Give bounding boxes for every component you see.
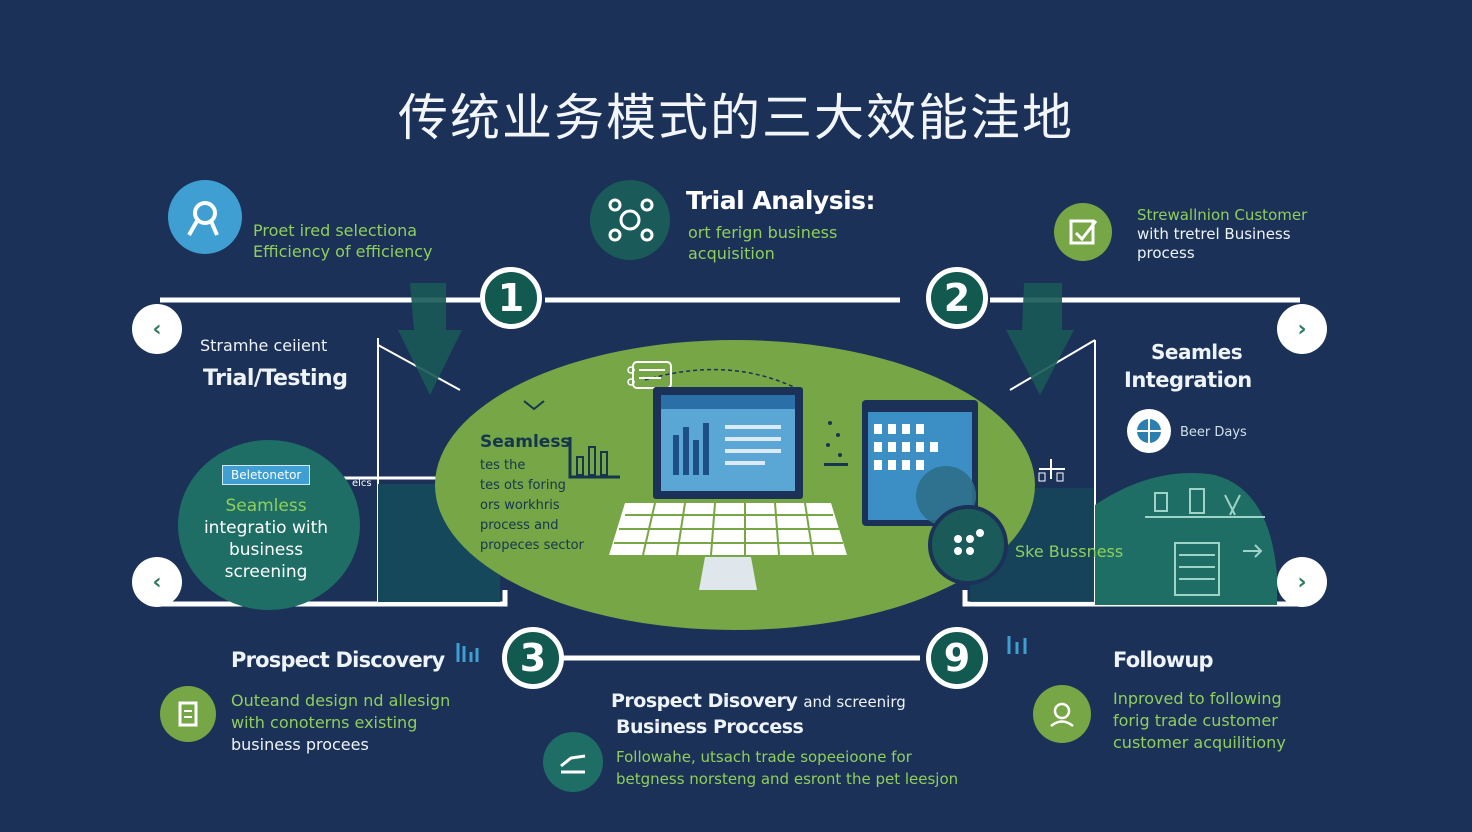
left-circle-text: Seamless integratio with business screen… [186, 495, 346, 583]
bottom-left-heading: Prospect Discovery [231, 648, 445, 672]
bottom-center-heading-rest: and screenirg [803, 693, 906, 711]
globe-icon [1127, 409, 1171, 453]
left-circle-line-2: integratio with [203, 518, 329, 538]
mini-chart-icon-left [456, 643, 479, 662]
magnifier-icon [168, 180, 242, 254]
next-arrow-bottom[interactable]: › [1277, 557, 1327, 607]
bottom-left-line-1: Outeand design nd allesign [231, 691, 451, 710]
next-arrow-top[interactable]: › [1277, 304, 1327, 354]
bottom-center-text: Followahe, utsach trade sopeeioone for b… [616, 746, 958, 790]
bottom-center-line-1: Followahe, utsach trade sopeeioone for [616, 748, 912, 766]
oval-line-2: tes ots foring [480, 478, 566, 493]
top-center-heading: Trial Analysis: [686, 186, 876, 215]
mini-chart-icon-right [1007, 636, 1027, 654]
oval-heading: Seamless [480, 432, 571, 452]
tablet-icon [862, 400, 978, 526]
right-business-text: Ske Bussness [1015, 542, 1124, 561]
bottom-right-heading: Followup [1113, 648, 1214, 672]
chat-icon [627, 361, 672, 389]
left-small-label: elcs [352, 478, 372, 489]
chevron-icon [523, 400, 545, 411]
prev-arrow-top[interactable]: ‹ [132, 304, 182, 354]
top-center-line-2: acquisition [688, 244, 775, 263]
bottom-right-line-2: forig trade customer [1113, 711, 1278, 730]
top-left-line-2: Efficiency of efficiency [253, 242, 433, 261]
oval-line-5: propeces sector [480, 538, 584, 553]
bottom-right-line-3: customer acquilitiony [1113, 733, 1286, 752]
bottom-left-line-3: business procees [231, 735, 369, 754]
oval-line-4: process and [480, 518, 559, 533]
left-circle-line-4: screening [224, 562, 308, 582]
bottom-right-line-1: Inproved to following [1113, 689, 1282, 708]
top-left-text: Proet ired selectiona Efficiency of effi… [253, 220, 432, 262]
left-heading: Trial/Testing [203, 366, 348, 391]
sparkle-icon [824, 421, 848, 466]
left-circle-line-1: Seamless [225, 496, 307, 516]
plus-chart-icon [1038, 459, 1065, 482]
top-right-text: Strewallnion Customer with tretrel Busin… [1137, 206, 1307, 263]
bottom-center-heading-2: Business Proccess [616, 716, 804, 738]
oval-line-3: ors workhris [480, 498, 560, 513]
bottom-left-text: Outeand design nd allesign with conotern… [231, 690, 450, 756]
step-9-badge: 9 [926, 627, 988, 689]
oval-line-1: tes the [480, 458, 526, 473]
dots-icon [928, 505, 1008, 585]
top-right-line-2: with tretrel Business [1137, 225, 1291, 243]
gears-icon [590, 180, 670, 260]
top-center-line-1: ort ferign business [688, 223, 838, 242]
right-hill [1095, 473, 1277, 605]
bottom-left-line-2: with conoterns existing [231, 713, 418, 732]
bar-chart-icon [568, 437, 620, 479]
right-heading-1: Seamles [1151, 340, 1243, 364]
left-tag: Beletonetor [222, 465, 311, 485]
left-circle-line-3: business [228, 540, 304, 560]
top-right-line-3: process [1137, 244, 1195, 262]
step-3-badge: 3 [502, 627, 564, 689]
left-subtitle: Stramhe ceiient [200, 336, 328, 355]
top-right-line-1: Strewallnion Customer [1137, 206, 1308, 224]
step-1-badge: 1 [480, 267, 542, 329]
bottom-right-text: Inproved to following forig trade custom… [1113, 688, 1286, 754]
document-icon [160, 686, 216, 742]
top-center-text: ort ferign business acquisition [688, 222, 837, 264]
laptop-icon [609, 387, 847, 590]
bottom-center-heading: Prospect Disovery and screenirg [611, 690, 906, 712]
person-icon [1033, 685, 1091, 743]
page-title: 传统业务模式的三大效能洼地 [398, 89, 1074, 147]
top-left-line-1: Proet ired selectiona [253, 221, 418, 240]
checklist-icon [1054, 203, 1112, 261]
right-badge-text: Beer Days [1180, 425, 1247, 440]
step-2-badge: 2 [926, 267, 988, 329]
bottom-center-heading-bold: Prospect Disovery [611, 690, 798, 712]
bottom-center-line-2: betgness norsteng and esront the pet lee… [616, 770, 959, 788]
prev-arrow-bottom[interactable]: ‹ [132, 557, 182, 607]
oval-text: tes the tes ots foring ors workhris proc… [480, 456, 620, 556]
checkmark-icon [543, 732, 603, 792]
right-heading-2: Integration [1124, 368, 1252, 392]
